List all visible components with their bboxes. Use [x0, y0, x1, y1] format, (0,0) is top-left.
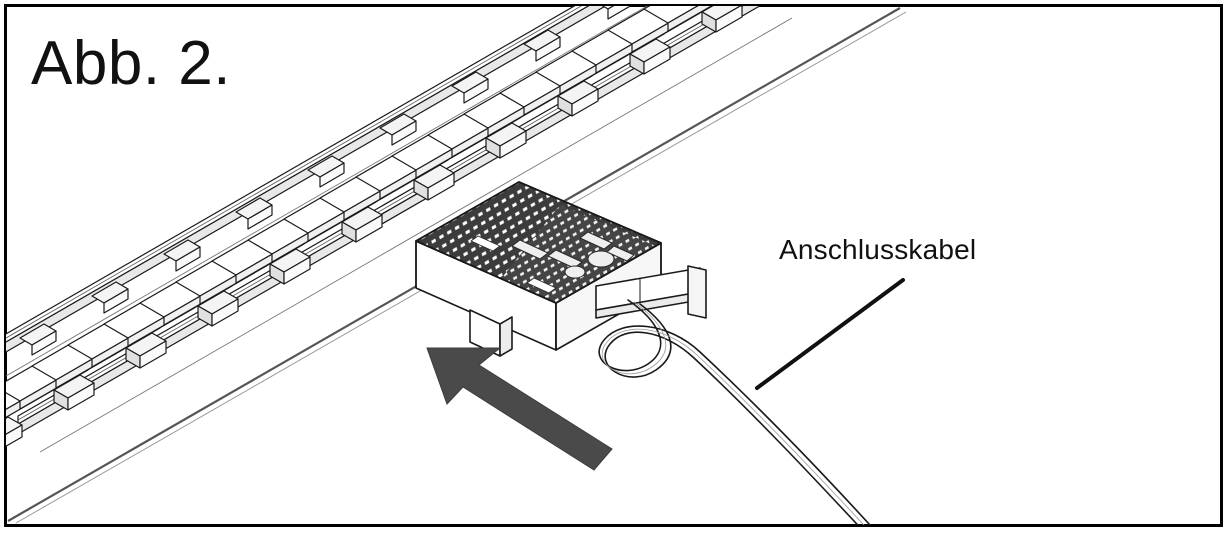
electronics-module [415, 181, 707, 357]
track-sleepers [6, 6, 713, 419]
track-rail-chairs [6, 6, 743, 447]
model-railway-track [6, 6, 793, 453]
cable-annotation-label: Anschlusskabel [779, 234, 977, 265]
connection-cable [598, 299, 872, 525]
module-foot [469, 309, 513, 357]
module-cable-exit [595, 265, 707, 319]
direction-arrow [426, 347, 613, 471]
track-rail-left [6, 6, 607, 353]
track-rail-chairs-inner [19, 6, 632, 356]
figure-caption: Abb. 2. [31, 29, 231, 98]
cable-leader-line [755, 278, 905, 390]
